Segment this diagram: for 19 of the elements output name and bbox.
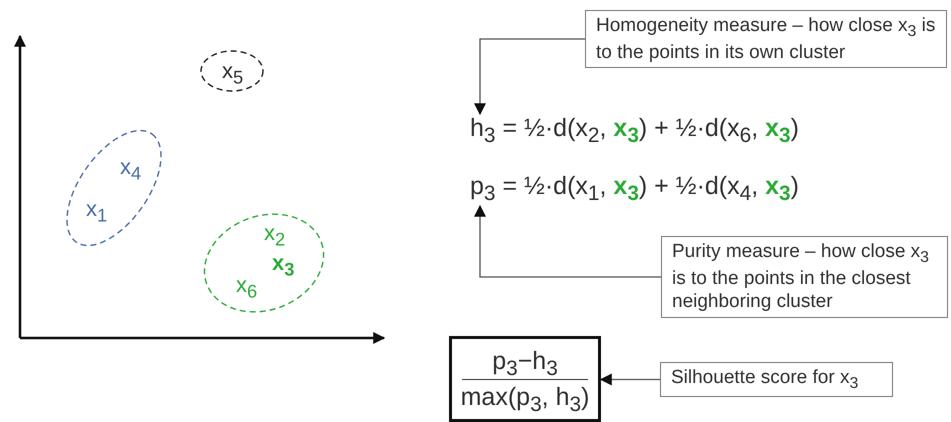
point-label: x$_{1}$ xyxy=(86,198,108,225)
point-label: x$_{4}$ xyxy=(120,156,142,183)
cluster-ellipse xyxy=(200,50,264,92)
point-label: x$_{5}$ xyxy=(222,60,244,87)
annotation-box: Silhouette score for x$_{3}$ xyxy=(660,362,893,397)
annotation-box: Homogeneity measure – how close x$_{3}$ is to the points in its own cluster xyxy=(585,10,947,68)
point-label: x$_{6}$ xyxy=(236,274,258,301)
numerator: p$_{3}$−h$_{3}$ xyxy=(491,347,559,381)
point-label: x$_{3}$ xyxy=(272,252,294,279)
point-label: x$_{2}$ xyxy=(264,222,286,249)
cluster-ellipse xyxy=(202,212,326,314)
annotation-box: Purity measure – how close x$_{3}$ is to the points in the closest neighboring cluster xyxy=(661,236,948,318)
arrow xyxy=(600,374,660,386)
formula: h$_{3}$ = ½·d(x$_{2}$, x$_{3}$) + ½·d(x$_{6}$, x$_{3}$) xyxy=(470,114,810,148)
formula: p$_{3}$ = ½·d(x$_{1}$, x$_{3}$) + ½·d(x$_{4}$, x$_{3}$) xyxy=(470,172,810,206)
arrow xyxy=(474,38,585,116)
arrow xyxy=(474,204,661,278)
formula-box xyxy=(449,336,601,422)
denominator: max(p$_{3}$, h$_{3}$) xyxy=(460,383,590,417)
